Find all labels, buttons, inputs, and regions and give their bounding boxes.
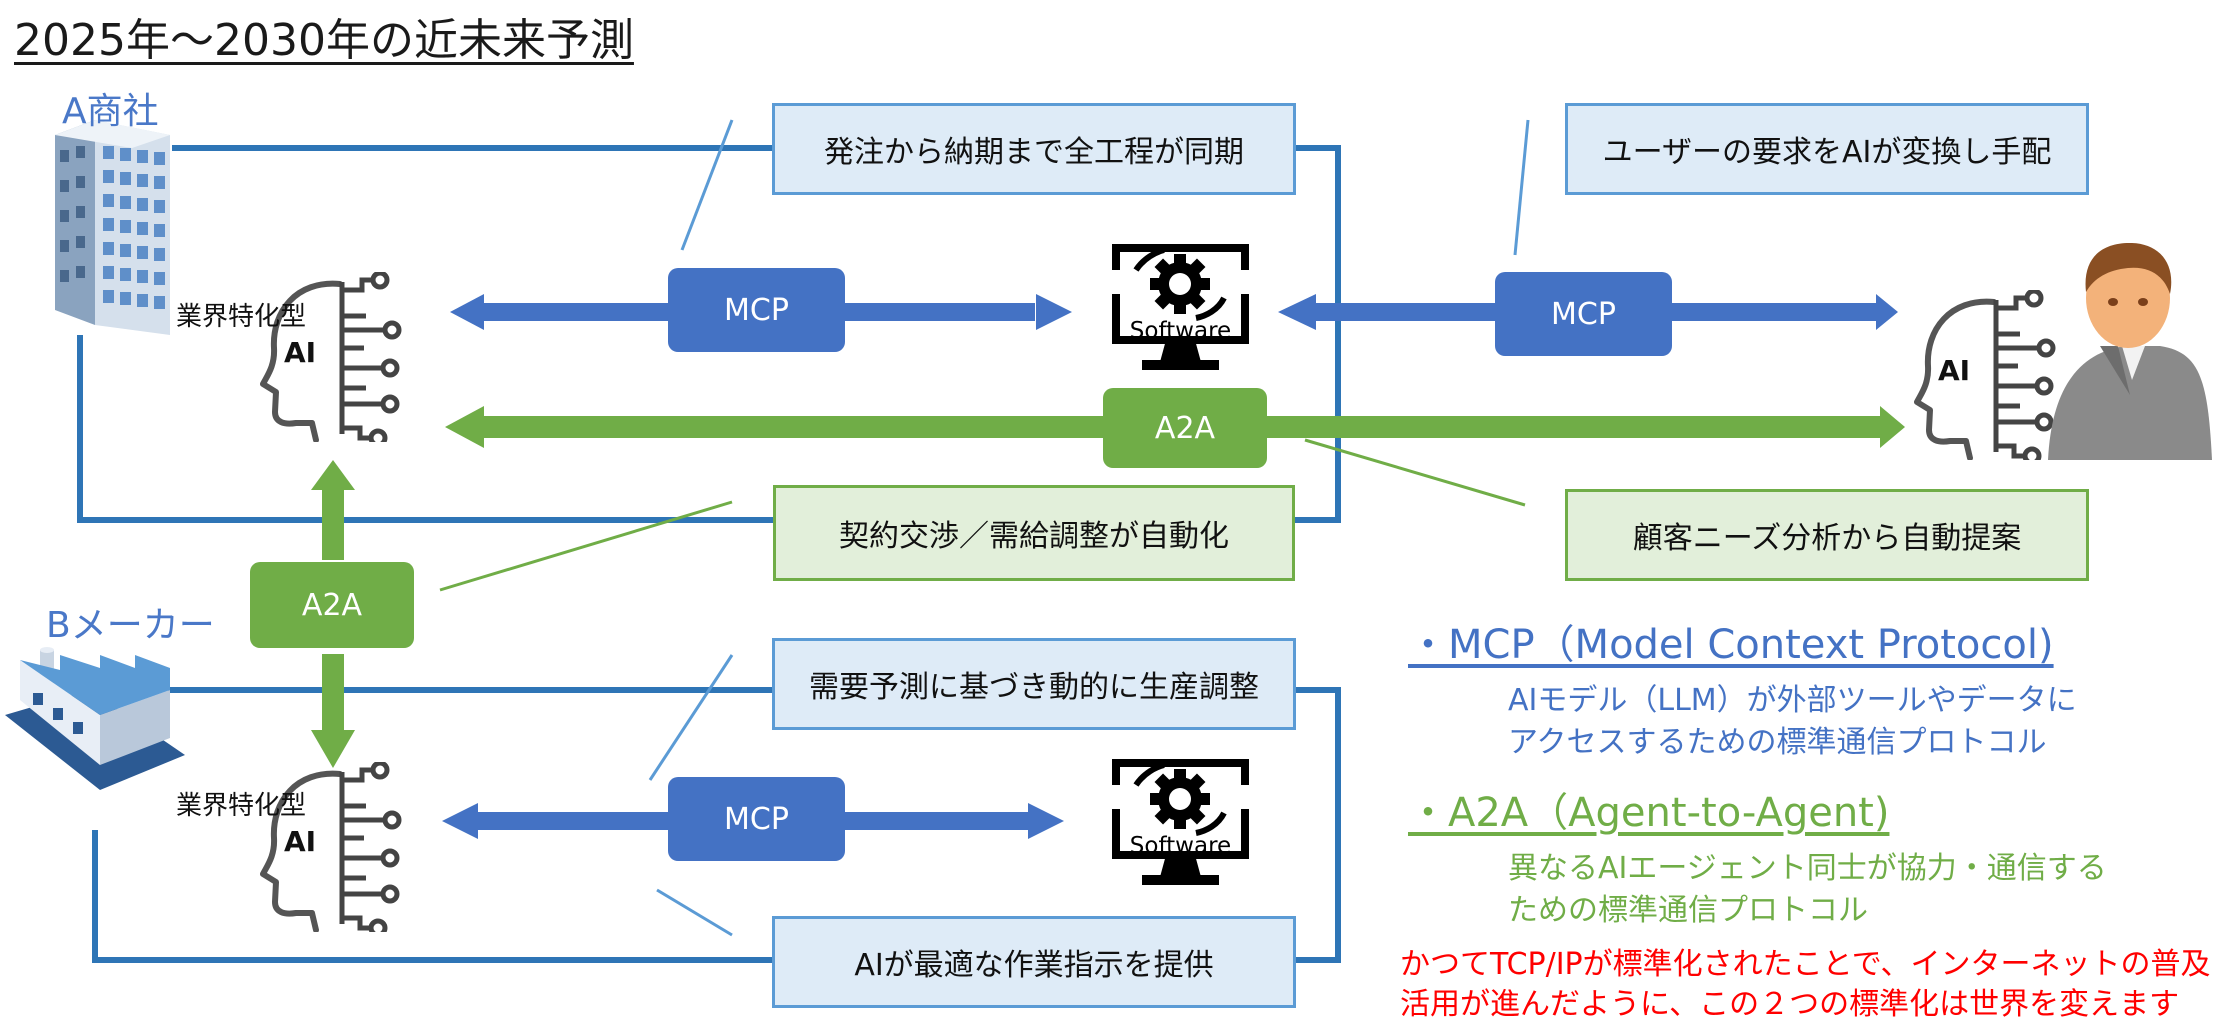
leader-lines-green	[439, 438, 1526, 592]
a2a-badge-horizontal: A2A	[1103, 388, 1267, 468]
ai-label-user: AI	[1938, 354, 1971, 387]
company-label-b: Bメーカー	[46, 605, 215, 646]
callout-demand-forecast: 需要予測に基づき動的に生産調整	[772, 638, 1296, 730]
legend-a2a-desc-1: 異なるAIエージェント同士が協力・通信する	[1508, 851, 2107, 886]
callout-contract: 契約交渉／需給調整が自動化	[773, 485, 1295, 581]
mcp-arrow-top-left	[450, 294, 1072, 330]
company-label-a: A商社	[62, 91, 159, 132]
software-label-top: Software	[1129, 318, 1232, 344]
ai-caption-a: 業界特化型	[176, 302, 307, 332]
note-line-1: かつてTCP/IPが標準化されたことで、インターネットの普及	[1400, 947, 2211, 982]
mcp-arrow-top-right	[1278, 294, 1898, 330]
factory-icon	[5, 647, 185, 790]
callout-work-instructions: AIが最適な作業指示を提供	[772, 916, 1296, 1008]
a2a-arrow-horizontal	[445, 406, 1905, 448]
software-icon-top	[1116, 248, 1245, 370]
legend-a2a-title: ・A2A（Agent-to-Agent)	[1408, 790, 1890, 836]
legend-mcp-desc-2: アクセスするための標準通信プロトコル	[1508, 725, 2047, 760]
callout-sync-all: 発注から納期まで全工程が同期	[772, 103, 1296, 195]
legend-a2a-desc-2: ための標準通信プロトコル	[1508, 893, 1868, 928]
person-icon	[2048, 242, 2212, 460]
ai-label-b: AI	[284, 825, 317, 858]
ai-label-a: AI	[284, 336, 317, 369]
mcp-badge-top-left: MCP	[668, 268, 845, 352]
a2a-badge-vertical: A2A	[250, 562, 414, 648]
callout-customer-needs: 顧客ニーズ分析から自動提案	[1565, 489, 2089, 581]
software-icon-bottom	[1116, 763, 1245, 885]
mcp-badge-bottom: MCP	[668, 777, 845, 861]
mcp-arrow-bottom	[442, 803, 1064, 839]
page-title: 2025年～2030年の近未来予測	[14, 15, 634, 66]
ai-caption-b: 業界特化型	[176, 791, 307, 821]
callout-user-request: ユーザーの要求をAIが変換し手配	[1565, 103, 2089, 195]
leader-lines-blue	[648, 119, 1530, 937]
legend-mcp-title: ・MCP（Model Context Protocol)	[1408, 622, 2054, 668]
mcp-badge-top-right: MCP	[1495, 272, 1672, 356]
software-label-bottom: Software	[1129, 833, 1232, 859]
note-line-2: 活用が進んだように、この２つの標準化は世界を変えます	[1400, 987, 2180, 1022]
a2a-arrow-vertical	[311, 460, 355, 768]
legend-mcp-desc-1: AIモデル（LLM）が外部ツールやデータに	[1508, 683, 2077, 718]
building-icon	[55, 120, 170, 335]
